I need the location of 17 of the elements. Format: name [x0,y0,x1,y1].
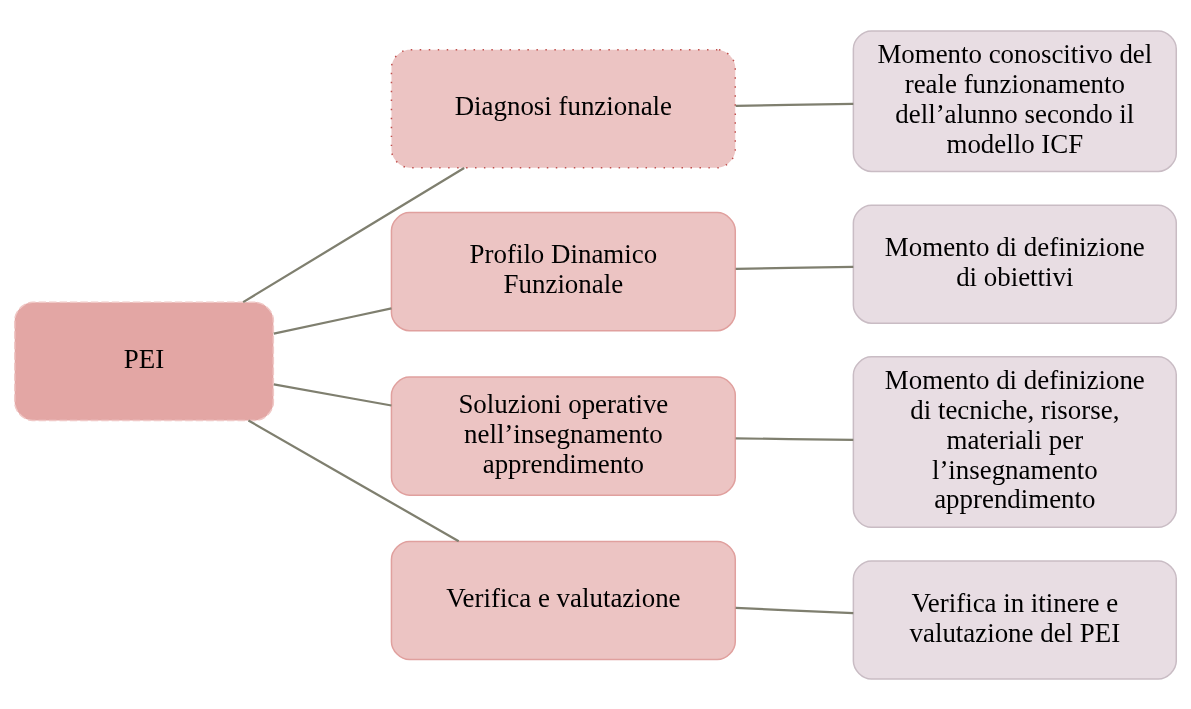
connector [273,306,392,335]
connector [735,265,854,270]
node-box: Verifica e valutazione [390,540,736,660]
node-box: Diagnosi funzionale [390,48,736,168]
node-box: Soluzioni operative nell’insegnamento apprendimento [390,375,736,496]
node-box: PEI [14,301,275,421]
connector [273,382,392,407]
node-box: Momento conoscitivo del reale funzionamento dell’alunno secondo il modello ICF [852,29,1177,172]
connector [735,102,854,107]
node-box: Verifica in itinere e valutazione del PEI [852,559,1177,680]
node-box: Momento di definizione di obiettivi [852,203,1177,324]
node-box: Momento di definizione di tecniche, risorse, materiali per l’insegnamento apprendimento [852,355,1177,528]
connector [735,436,854,441]
connector [735,606,854,614]
connector [242,166,465,303]
connector [247,419,460,542]
node-box: Profilo Dinamico Funzionale [390,211,736,331]
